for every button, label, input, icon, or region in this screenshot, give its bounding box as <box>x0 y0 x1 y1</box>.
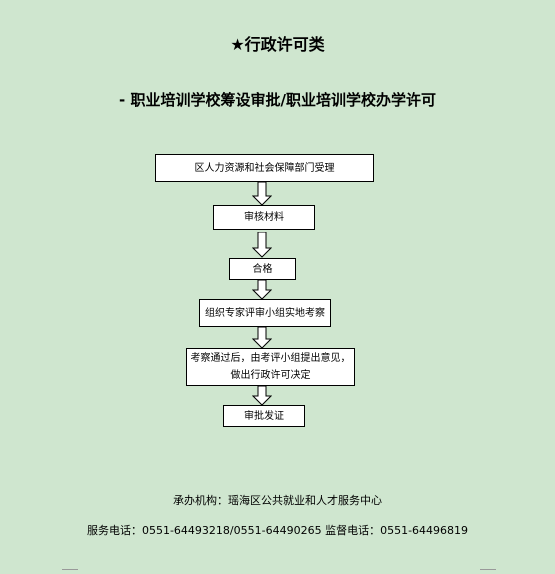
page-corner-mark <box>480 569 496 574</box>
flow-step-inspection-label: 组织专家评审小组实地考察 <box>205 307 325 319</box>
flow-step-certificate: 审批发证 <box>223 405 305 427</box>
flow-step-certificate-label: 审批发证 <box>244 410 284 422</box>
flow-step-review: 审核材料 <box>213 205 315 230</box>
flow-step-decision-line2: 做出行政许可决定 <box>230 370 311 381</box>
down-arrow-icon <box>252 182 272 206</box>
flow-step-inspection: 组织专家评审小组实地考察 <box>199 299 331 327</box>
page-corner-mark <box>62 569 78 574</box>
down-arrow-icon <box>252 280 272 300</box>
section-heading: ★行政许可类 <box>230 35 325 54</box>
flow-step-review-label: 审核材料 <box>244 212 284 223</box>
flow-step-decision-line1: 考察通过后，由考评小组提出意见， <box>190 353 351 364</box>
flow-step-qualified-label: 合格 <box>252 263 273 275</box>
flow-step-decision: 考察通过后，由考评小组提出意见， 做出行政许可决定 <box>186 348 355 386</box>
flow-step-accept-label: 区人力资源和社会保障部门受理 <box>194 162 335 174</box>
item-title: - 职业培训学校筹设审批/职业培训学校办学许可 <box>119 91 436 109</box>
flow-step-accept: 区人力资源和社会保障部门受理 <box>155 154 374 182</box>
flow-step-qualified: 合格 <box>229 258 296 280</box>
down-arrow-icon <box>252 386 272 406</box>
down-arrow-icon <box>252 232 272 258</box>
phone-line: 服务电话：0551-64493218/0551-64490265 监督电话：05… <box>86 524 469 537</box>
agency-line: 承办机构：瑶海区公共就业和人才服务中心 <box>173 494 382 507</box>
down-arrow-icon <box>252 327 272 349</box>
